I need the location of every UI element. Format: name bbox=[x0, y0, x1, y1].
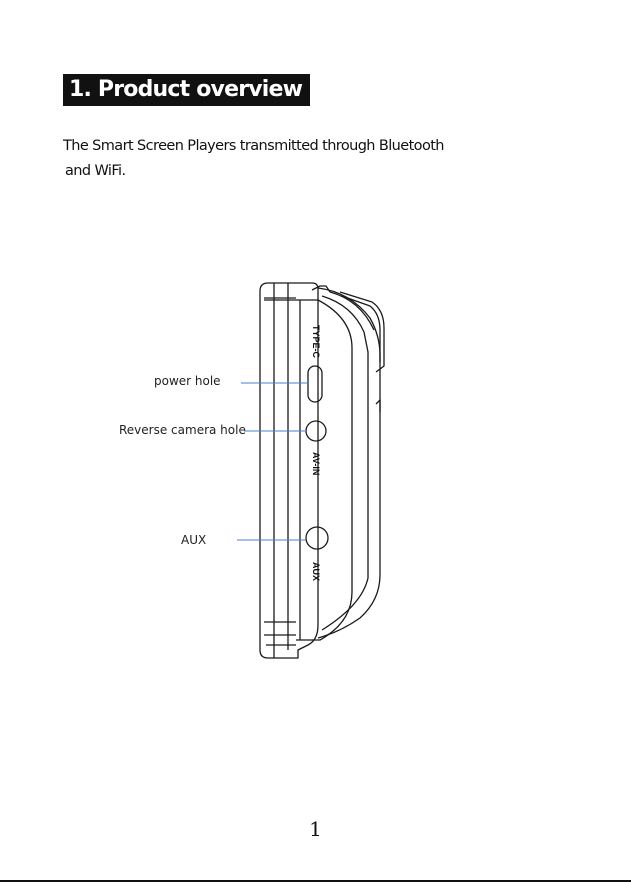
av-in-port-label: AV-IN bbox=[311, 452, 321, 475]
power-hole-callout: power hole bbox=[154, 374, 221, 388]
page-number: 1 bbox=[0, 817, 631, 841]
aux-port-label: AUX bbox=[311, 562, 321, 581]
type-c-port-label: TYPE-C bbox=[311, 325, 321, 359]
aux-callout: AUX bbox=[181, 533, 206, 547]
footer-rule bbox=[0, 880, 631, 882]
reverse-camera-hole-callout: Reverse camera hole bbox=[119, 423, 246, 437]
